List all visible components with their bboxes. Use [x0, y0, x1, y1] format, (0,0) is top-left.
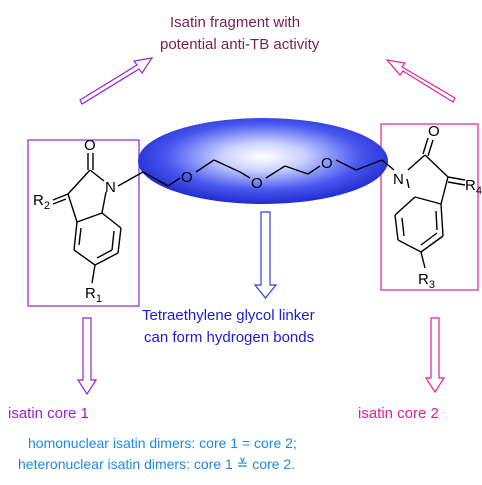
title-line-1: Isatin fragment with: [170, 14, 301, 31]
core1-nitrogen: N: [105, 179, 116, 196]
heteronuclear-note: heteronuclear isatin dimers: core 1 ≚ co…: [18, 456, 296, 472]
homonuclear-note: homonuclear isatin dimers: core 1 = core…: [28, 435, 297, 451]
core2-oxygen: O: [428, 123, 440, 140]
core2-r4: R4: [465, 177, 482, 197]
arrow-core2-down: [424, 317, 446, 394]
core1-r2: R2: [33, 192, 50, 212]
linker-oxygen-3: O: [321, 155, 333, 172]
linker-ellipse: [138, 118, 388, 204]
core1-box: [27, 139, 140, 307]
arrow-core1-down: [76, 317, 98, 396]
arrow-to-title-left: [79, 57, 154, 105]
linker-oxygen-2: O: [251, 175, 263, 192]
core1-oxygen: O: [84, 137, 96, 154]
linker-caption-line-1: Tetraethylene glycol linker: [142, 307, 315, 324]
linker-oxygen-1: O: [181, 169, 193, 186]
core1-label: isatin core 1: [8, 405, 89, 422]
core2-nitrogen: N: [393, 171, 404, 188]
core2-r3: R3: [418, 271, 435, 291]
core1-structure: [52, 153, 144, 284]
linker-caption-line-2: can form hydrogen bonds: [144, 329, 315, 346]
core2-box: [380, 123, 479, 291]
core2-structure: [394, 137, 466, 269]
linker-chain: [142, 159, 395, 187]
title-line-2: potential anti-TB activity: [160, 36, 320, 53]
core2-label: isatin core 2: [358, 405, 439, 422]
arrow-to-title-right: [385, 59, 456, 103]
arrow-linker-down: [253, 211, 278, 299]
core1-r1: R1: [85, 285, 102, 305]
